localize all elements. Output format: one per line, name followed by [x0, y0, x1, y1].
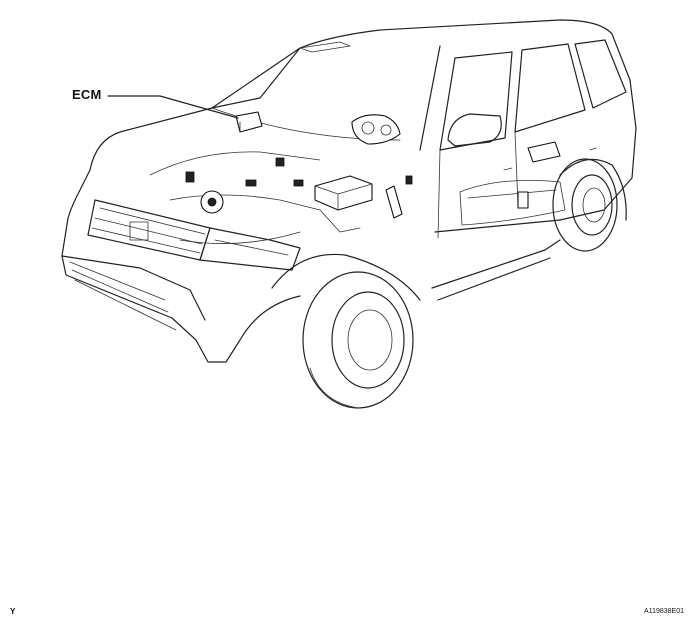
ecm-callout-label: ECM: [72, 87, 102, 102]
ecm-leader-line: [107, 95, 239, 119]
canister-assembly: [527, 141, 561, 163]
corner-code-left: Y: [10, 607, 16, 616]
fuel-pump-assembly: [517, 191, 529, 209]
ecm-module: [235, 111, 263, 133]
figure-reference-code: A119838E01: [644, 608, 684, 615]
vehicle-outline: [61, 19, 637, 409]
relay-box: [314, 175, 373, 211]
engine-sensors: [185, 157, 413, 187]
throttle-body: [200, 190, 224, 214]
accelerator-pedal: [385, 185, 403, 219]
combination-meter: [351, 114, 401, 145]
